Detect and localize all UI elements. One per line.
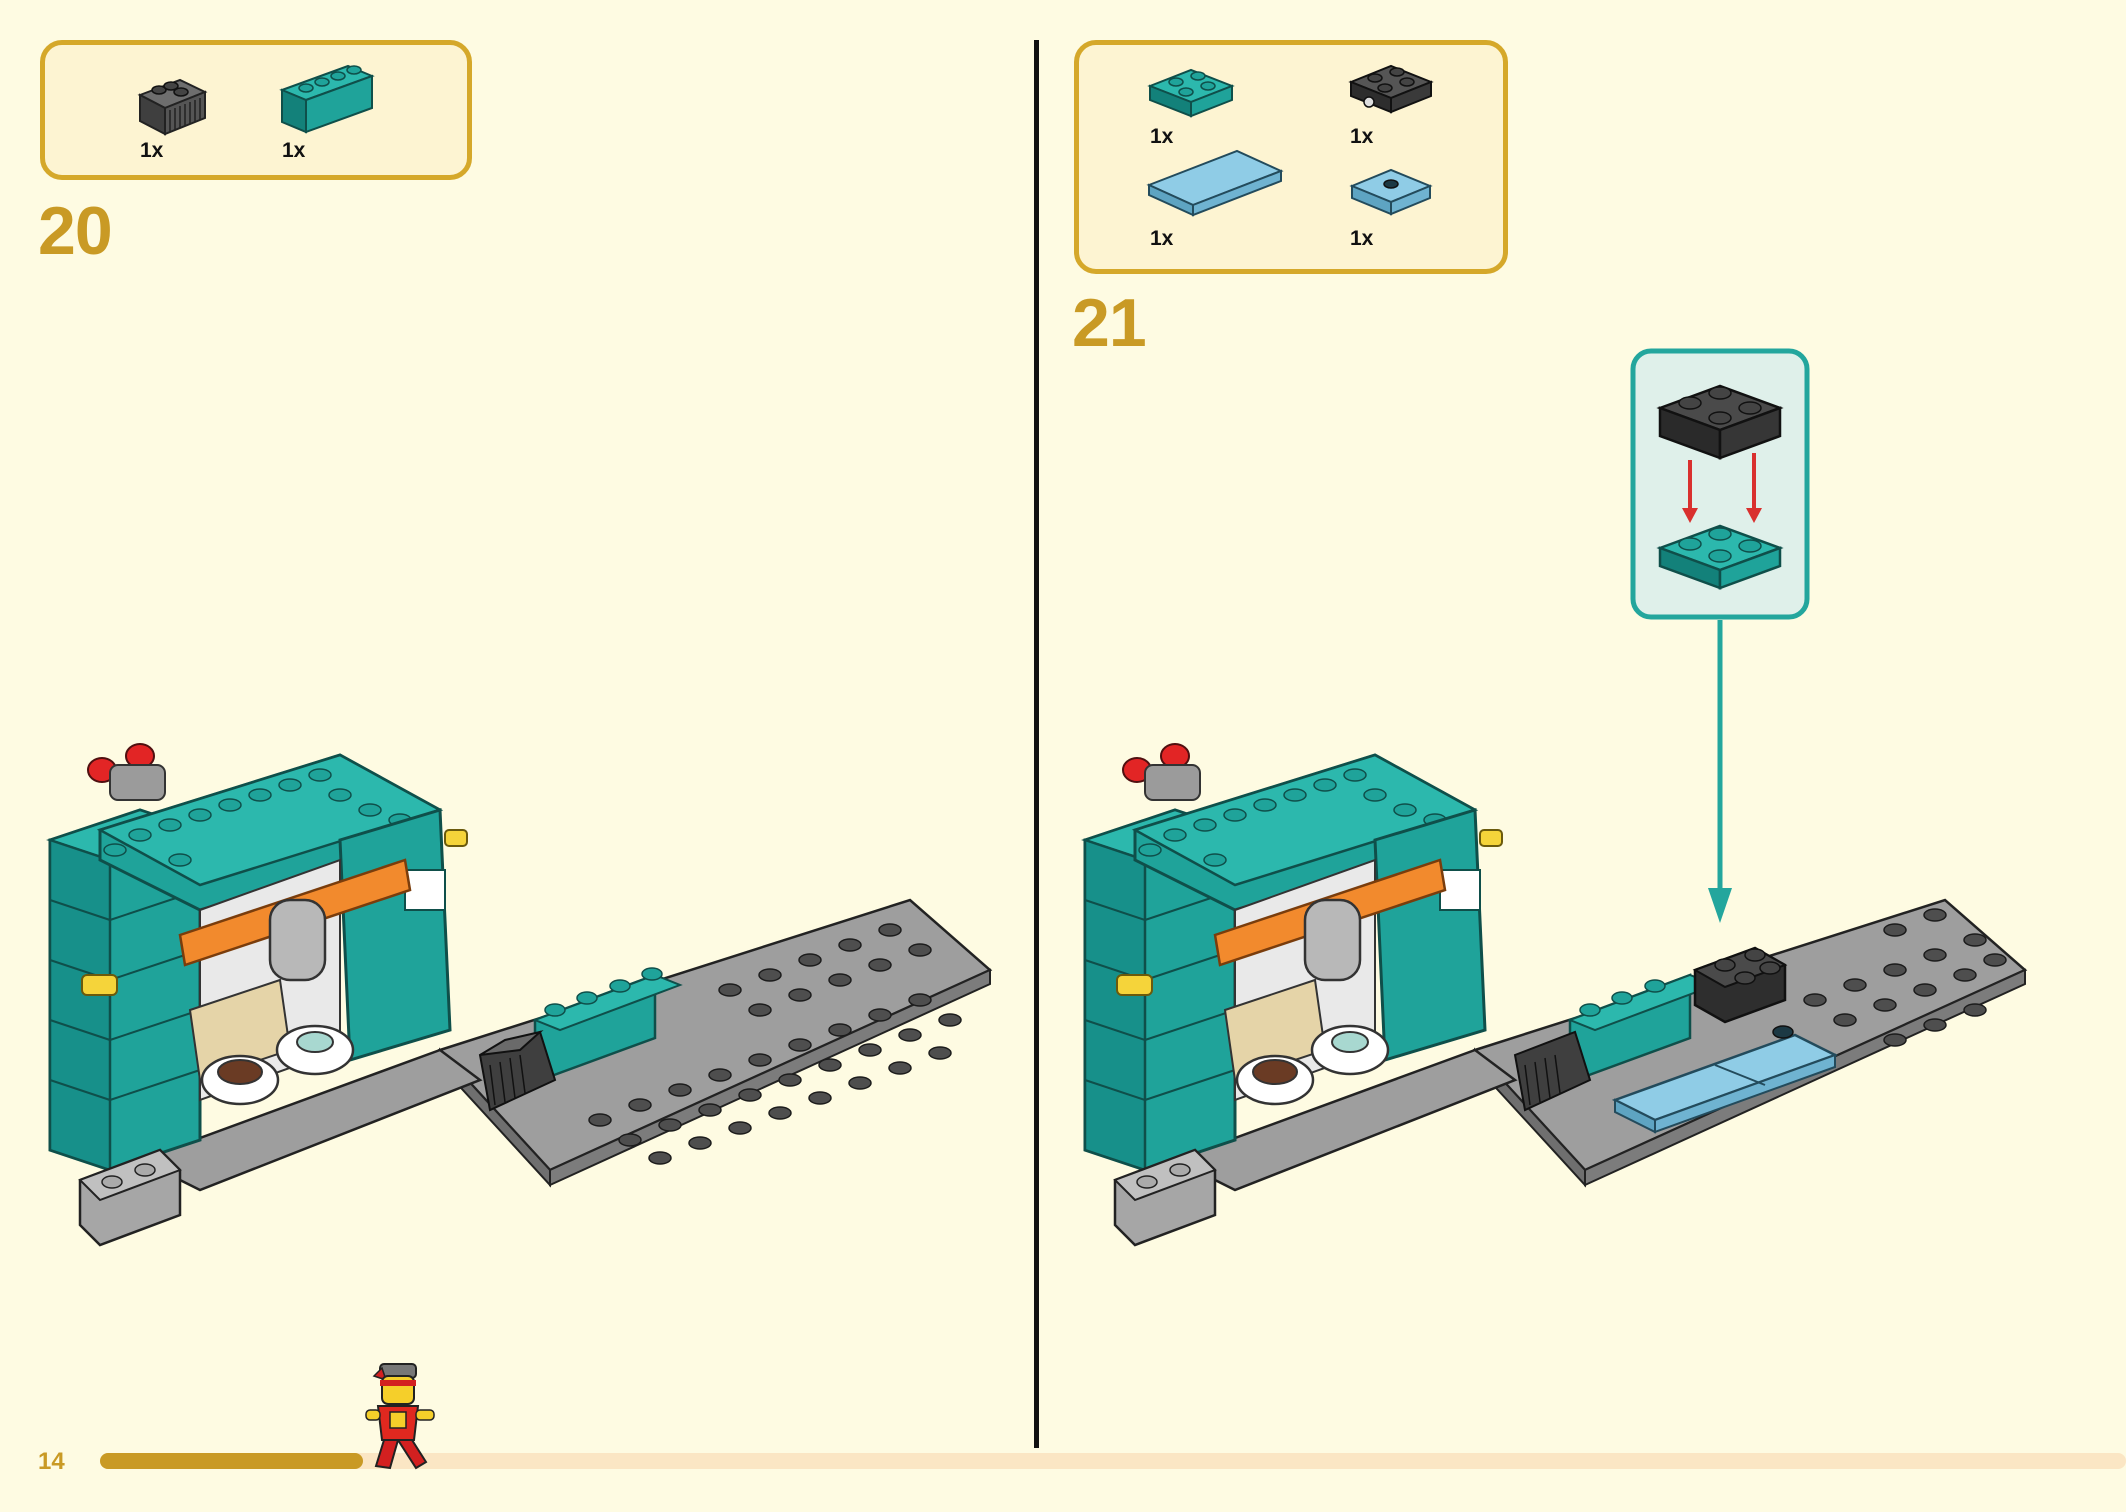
parts-list-step-21 [1074, 40, 1508, 274]
part-qty: 1x [1350, 125, 1374, 148]
light-blue-2x2-jumper-plate-icon [1349, 168, 1433, 216]
teal-1x4-brick-icon [279, 64, 375, 134]
step-number: 20 [38, 193, 113, 269]
step-number: 21 [1072, 285, 1147, 361]
sub-assembly-callout [1630, 348, 1810, 923]
build-model-step-20 [46, 743, 993, 1247]
running-minifigure-icon [365, 1363, 435, 1470]
build-model-step-21 [1081, 743, 2028, 1247]
part-qty: 1x [1150, 227, 1174, 250]
progress-fill [100, 1453, 363, 1469]
teal-2x2-plate-icon [1147, 68, 1235, 118]
part-qty: 1x [1350, 227, 1374, 250]
part-qty: 1x [282, 139, 306, 162]
dark-gray-grille-brick-icon [137, 78, 208, 136]
black-2x2-bracket-plate-icon [1348, 64, 1434, 114]
part-qty: 1x [140, 139, 164, 162]
page-number: 14 [38, 1448, 65, 1475]
progress-track [100, 1453, 2126, 1469]
parts-list-step-20 [40, 40, 472, 180]
part-qty: 1x [1150, 125, 1174, 148]
page-divider [1034, 40, 1039, 1448]
light-blue-2x4-tile-icon [1146, 149, 1284, 217]
